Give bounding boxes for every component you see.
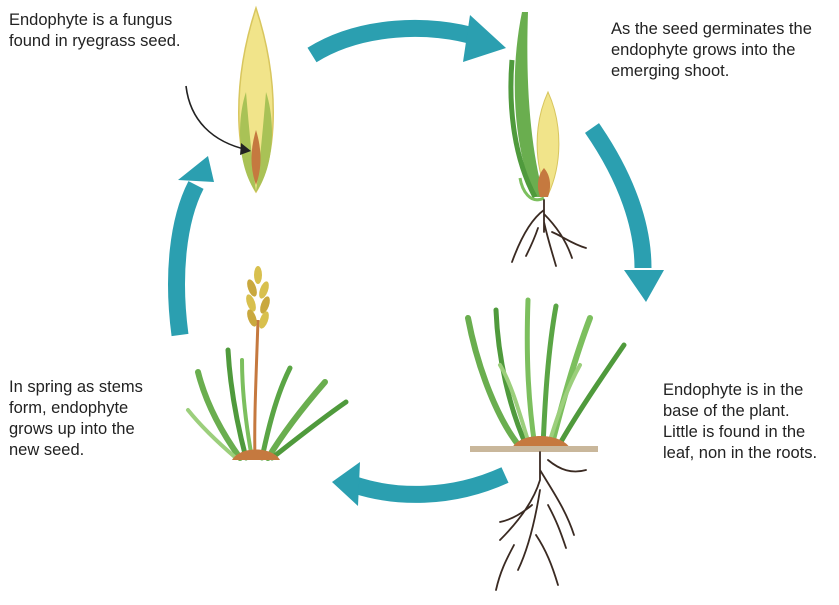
germinating-seed [511, 12, 586, 266]
caption-spring: In spring as stems form, endophyte grows… [9, 377, 143, 461]
caption-seed: Endophyte is a fungus found in ryegrass … [9, 10, 181, 52]
ryegrass-seed [239, 8, 274, 192]
cycle-arrow-top [312, 15, 506, 62]
cycle-arrow-right [592, 128, 664, 302]
flowering-plant [188, 266, 346, 460]
cycle-arrow-bottom [332, 462, 505, 506]
caption-plant: Endophyte is in the base of the plant. L… [663, 380, 817, 464]
caption-germination: As the seed germinates the endophyte gro… [611, 19, 812, 82]
established-plant [468, 300, 624, 590]
cycle-arrow-left [177, 156, 214, 335]
